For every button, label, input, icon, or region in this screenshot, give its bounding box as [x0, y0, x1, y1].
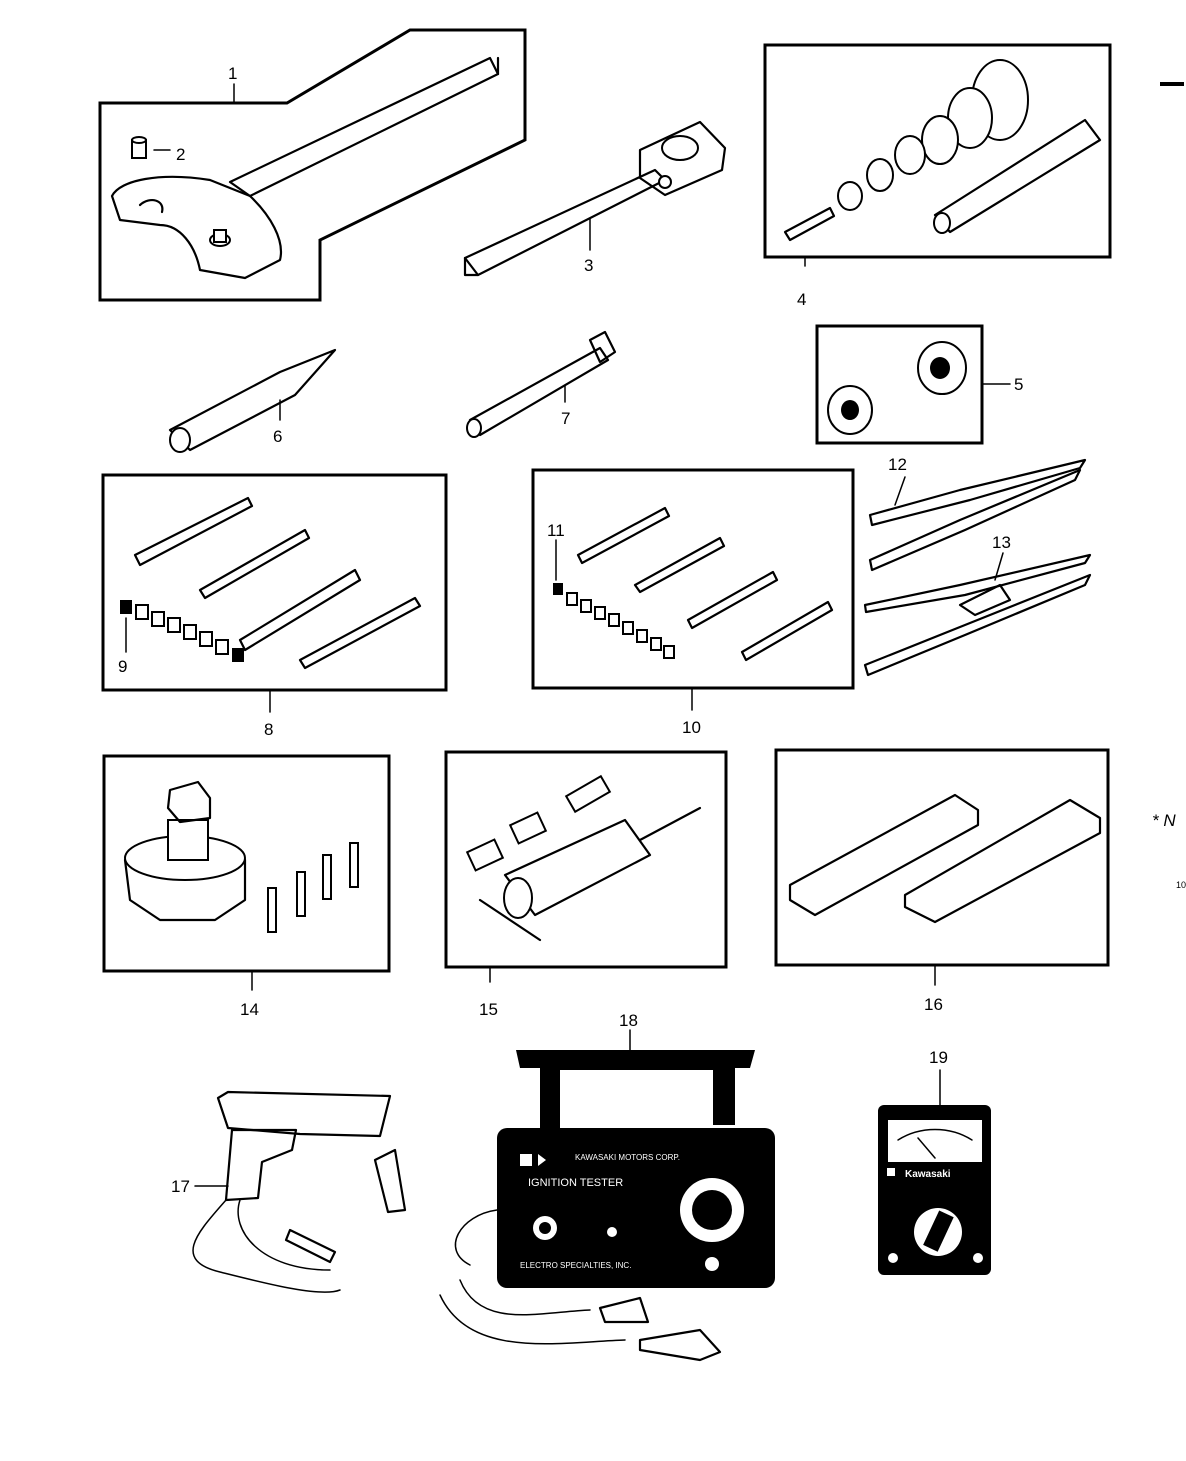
tester-maker-line: ELECTRO SPECIALTIES, INC.	[520, 1261, 631, 1270]
pliers-12-lower	[868, 468, 1082, 572]
tool-14-frame	[102, 754, 391, 973]
tool-1-frame	[98, 28, 527, 302]
callout-18: 18	[619, 1011, 638, 1030]
pliers-13-upper	[863, 553, 1092, 614]
tool-13-pliers: 13	[863, 533, 1092, 677]
clamp-head	[638, 120, 727, 197]
callout-15: 15	[479, 1000, 498, 1019]
tester-case	[497, 1128, 775, 1288]
pliers-13-lower	[863, 573, 1092, 677]
callout-8: 8	[264, 720, 273, 739]
tool-7-bolt-driver: 7	[466, 330, 617, 438]
callout-11: 11	[547, 521, 565, 540]
tool-10-thread-repair-kit: 11 10	[531, 468, 855, 737]
driver-bolt	[783, 206, 836, 242]
tester-logo-mark	[520, 1154, 532, 1166]
callout-5: 5	[1014, 375, 1023, 394]
tester-clip-2	[638, 1328, 722, 1362]
tool-10-frame	[531, 468, 855, 690]
tool-16-frame	[774, 748, 1110, 967]
meter-window	[888, 1120, 982, 1162]
tool-1-spanner-wrench: 1 2	[98, 28, 527, 302]
plate-right	[903, 798, 1102, 924]
timing-light-barrel	[216, 1090, 392, 1138]
wrench-handle	[228, 56, 500, 198]
callout-9: 9	[118, 657, 127, 676]
tool-3-clamp-bar: 3	[463, 120, 727, 277]
margin-footnote-fragment: 10	[1176, 880, 1186, 890]
timing-light-grip	[224, 1128, 298, 1202]
drill-bit	[133, 496, 254, 567]
tester-clip-1	[598, 1296, 650, 1324]
puller-bolt-head	[166, 780, 212, 824]
callout-16: 16	[924, 995, 943, 1014]
tool-16-holder-plates: 16	[774, 748, 1110, 1014]
tester-title: IGNITION TESTER	[528, 1177, 623, 1189]
drift-body	[168, 348, 337, 452]
insert-tool	[298, 596, 422, 670]
callout-2: 2	[176, 145, 185, 164]
clamp-bar	[463, 168, 667, 277]
callout-13: 13	[992, 533, 1011, 552]
callout-12: 12	[888, 455, 907, 474]
margin-note-marker: * N	[1152, 811, 1176, 830]
tool-15-valve-tool: 15	[444, 750, 728, 1019]
tool-4-bearing-driver-set: 4	[763, 43, 1112, 309]
margin-dash	[1160, 82, 1184, 86]
tap	[238, 568, 362, 652]
tap-wrench	[198, 528, 311, 600]
callout-6: 6	[273, 427, 282, 446]
plate-left	[788, 793, 980, 917]
tool-6-drift: 6	[168, 348, 337, 453]
callout-7: 7	[561, 409, 570, 428]
meter-logo-mark	[887, 1168, 895, 1176]
callout-10: 10	[682, 718, 701, 737]
tool-12-pliers: 12	[868, 455, 1087, 572]
meter-brand: Kawasaki	[905, 1169, 951, 1180]
callout-1: 1	[228, 64, 237, 83]
tester-model-line: KAWASAKI MOTORS CORP.	[575, 1153, 680, 1162]
callout-14: 14	[240, 1000, 259, 1019]
tool-8-frame	[101, 473, 448, 692]
tool-8-thread-repair-kit: 9 8	[101, 473, 448, 739]
callout-4: 4	[797, 290, 806, 309]
tool-18-ignition-tester: KAWASAKI MOTORS CORP. IGNITION TESTER EL…	[439, 1011, 775, 1362]
callout-3: 3	[584, 256, 593, 275]
tool-19-meter: Kawasaki 19	[878, 1048, 991, 1275]
callout-19: 19	[929, 1048, 948, 1067]
tool-4-frame	[763, 43, 1112, 259]
tester-switch	[705, 1257, 719, 1271]
callout-17: 17	[171, 1177, 190, 1196]
tool-17-timing-light: 17	[171, 1090, 407, 1293]
tool-5-seal-guides: 5	[815, 324, 1023, 445]
tool-15-frame	[444, 750, 728, 969]
driver-body	[468, 346, 610, 437]
tool-14-flywheel-puller: 14	[102, 754, 391, 1019]
pliers-12-upper	[868, 458, 1087, 527]
wrench-head	[110, 175, 283, 280]
tester-handle	[516, 1050, 755, 1128]
